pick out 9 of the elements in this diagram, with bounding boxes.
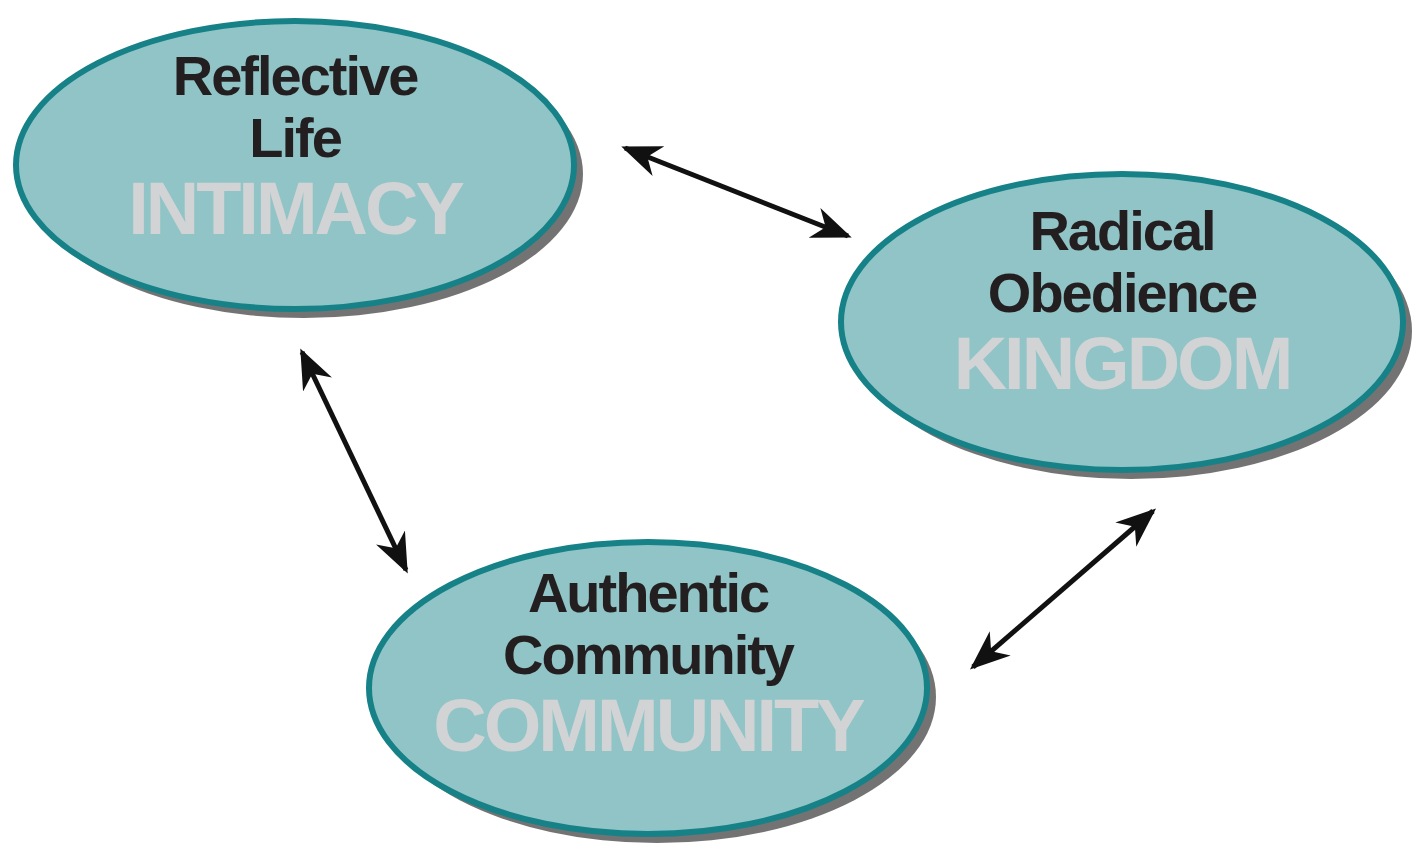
node-title: Authentic Community xyxy=(502,562,795,686)
double-arrow xyxy=(299,348,409,574)
node-keyword: COMMUNITY xyxy=(433,686,863,766)
node-title: Reflective Life xyxy=(171,45,419,169)
node-keyword: INTIMACY xyxy=(128,169,462,249)
node-title: Radical Obedience xyxy=(986,200,1258,324)
double-arrow xyxy=(970,508,1156,670)
double-arrow xyxy=(621,145,852,239)
node-keyword: KINGDOM xyxy=(953,324,1291,404)
